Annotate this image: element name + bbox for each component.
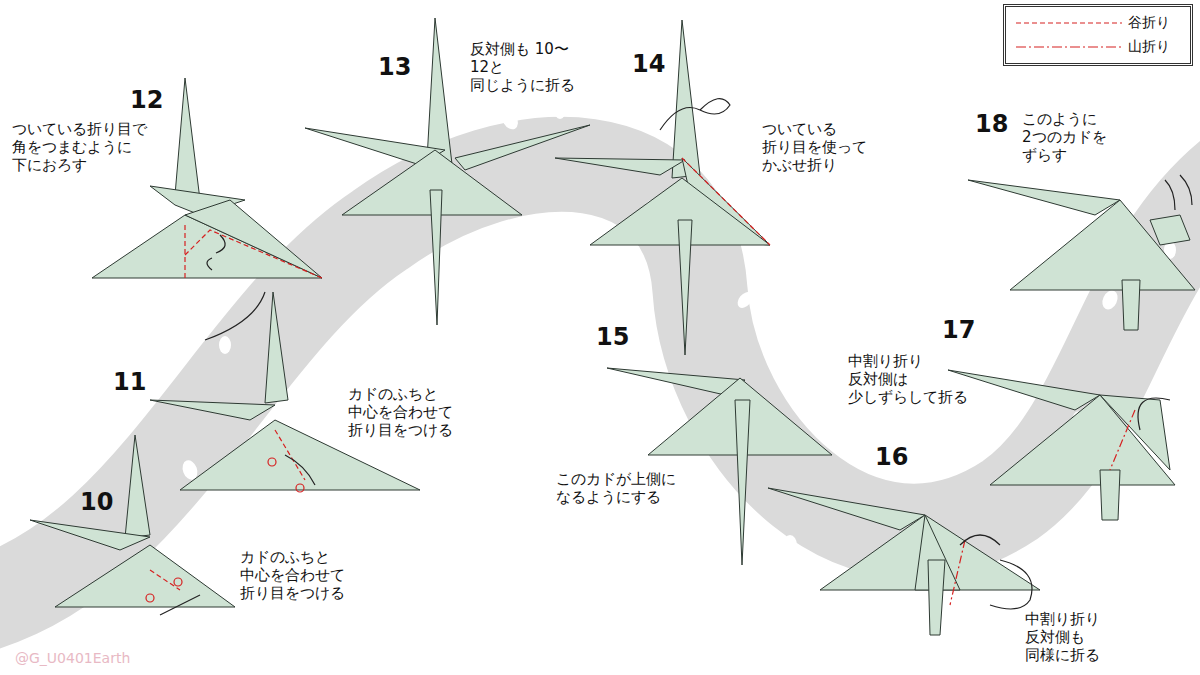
instruction-text: ついている折り目で 角をつまむように 下におろす: [12, 120, 147, 174]
motion-arrows: [160, 99, 1192, 615]
legend-entry: 谷折り: [1006, 11, 1190, 35]
fold-lines: [146, 158, 1135, 605]
step-number: 12: [130, 88, 163, 112]
legend-entry: 山折り: [1006, 35, 1190, 59]
legend-text: 山折り: [1128, 38, 1170, 56]
line-sample: [1014, 18, 1124, 28]
instruction-text: 中割り折り 反対側も 同様に折る: [1025, 610, 1100, 664]
legend-box: 谷折り山折り: [1003, 4, 1193, 66]
step-number: 17: [942, 318, 975, 342]
instruction-text: 中割り折り 反対側は 少しずらして折る: [848, 352, 968, 406]
instruction-text: ついている 折り目を使って かぶせ折り: [762, 120, 867, 174]
origami-figures: [30, 18, 1195, 635]
legend-text: 谷折り: [1128, 14, 1170, 32]
step-number: 14: [632, 52, 665, 76]
step-number: 13: [378, 55, 411, 79]
instruction-text: カドのふちと 中心を合わせて 折り目をつける: [240, 548, 345, 602]
instruction-text: このカドが上側に なるようにする: [556, 470, 676, 506]
instruction-text: 反対側も 10〜12と 同じように折る: [470, 40, 575, 94]
line-sample: [1014, 42, 1124, 52]
watermark: @G_U0401Earth: [15, 650, 130, 667]
instruction-text: カドのふちと 中心を合わせて 折り目をつける: [348, 385, 453, 439]
step-number: 18: [975, 112, 1008, 136]
step-number: 15: [596, 325, 629, 349]
step-number: 11: [113, 370, 146, 394]
step-number: 16: [875, 445, 908, 469]
step-number: 10: [80, 490, 113, 514]
instruction-text: このように 2つのカドを ずらす: [1022, 110, 1107, 164]
